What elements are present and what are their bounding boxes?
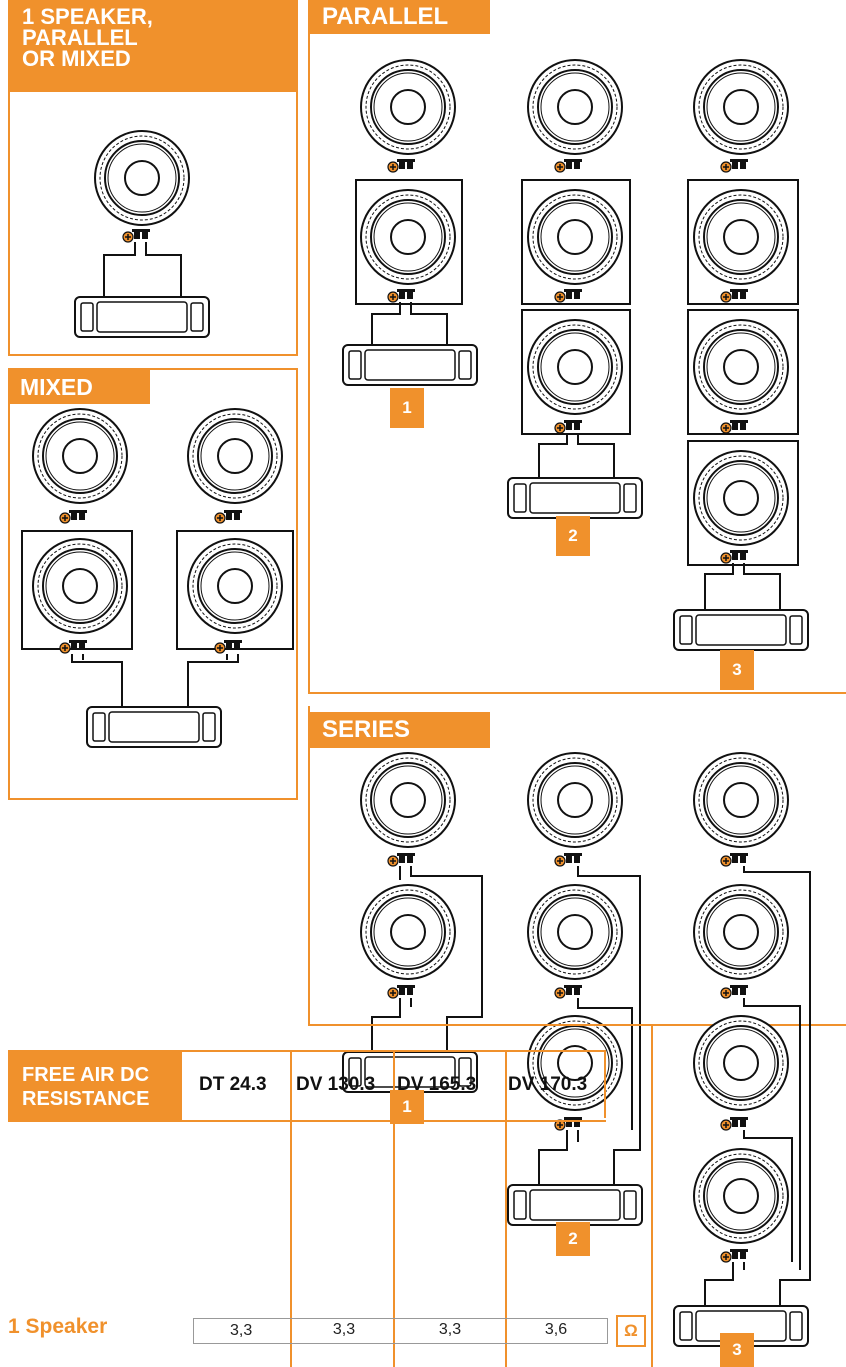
table-header-line-1: FREE AIR DC xyxy=(22,1064,150,1086)
parallel-wiring-1 xyxy=(342,59,478,386)
cell-1-speaker-dv-165-3: 3,3 xyxy=(438,1321,462,1338)
column-dv-165-3: DV 165.3 xyxy=(397,1074,477,1095)
single-speaker-title: 1 SPEAKER, PARALLEL OR MIXED xyxy=(8,0,298,92)
mixed-title: MIXED xyxy=(8,370,150,404)
mixed-wiring xyxy=(21,408,294,748)
table-header-edge xyxy=(604,1050,606,1118)
table-header-line-2: RESISTANCE xyxy=(22,1088,150,1110)
cell-1-speaker-dv-130-3: 3,3 xyxy=(332,1321,356,1338)
cell-right-edge xyxy=(604,1318,608,1344)
table-divider-1 xyxy=(290,1050,292,1367)
cell-1-speaker-dv-170-3: 3,6 xyxy=(544,1321,568,1338)
table-header-top xyxy=(182,1050,606,1052)
column-dv-130-3: DV 130.3 xyxy=(296,1074,376,1095)
parallel-wiring-2 xyxy=(507,59,643,519)
single-title-line-3: OR MIXED xyxy=(22,46,131,71)
table-header: FREE AIR DC RESISTANCE xyxy=(8,1050,182,1122)
single-title-line-1: 1 SPEAKER, xyxy=(22,4,153,29)
table-divider-2 xyxy=(393,1050,395,1367)
unit-ohm: Ω xyxy=(616,1315,646,1347)
parallel-badge-1: 1 xyxy=(390,388,424,428)
column-dt-24-3: DT 24.3 xyxy=(199,1074,267,1095)
table-top-border xyxy=(308,1024,653,1026)
parallel-panel xyxy=(308,0,846,694)
table-divider-3 xyxy=(505,1050,507,1367)
parallel-wiring-3 xyxy=(673,59,809,651)
row-label-1-speaker: 1 Speaker xyxy=(8,1315,108,1338)
table-divider-4 xyxy=(651,1026,653,1367)
cell-1-speaker-dt-24-3: 3,3 xyxy=(193,1318,608,1344)
series-badge-1: 1 xyxy=(390,1090,424,1124)
series-wiring-1 xyxy=(342,752,483,1093)
mixed-panel xyxy=(8,368,298,800)
parallel-badge-2: 2 xyxy=(556,516,590,556)
series-badge-3: 3 xyxy=(720,1333,754,1367)
table-header-bottom xyxy=(182,1120,606,1122)
series-wiring-3 xyxy=(673,752,811,1347)
series-badge-2: 2 xyxy=(556,1222,590,1256)
series-title: SERIES xyxy=(308,712,490,748)
single-speaker xyxy=(74,130,210,338)
single-title-line-2: PARALLEL xyxy=(22,25,138,50)
parallel-title: PARALLEL xyxy=(308,0,490,34)
parallel-badge-3: 3 xyxy=(720,650,754,690)
column-dv-170-3: DV 170.3 xyxy=(508,1074,588,1095)
series-wiring-2 xyxy=(507,752,643,1226)
